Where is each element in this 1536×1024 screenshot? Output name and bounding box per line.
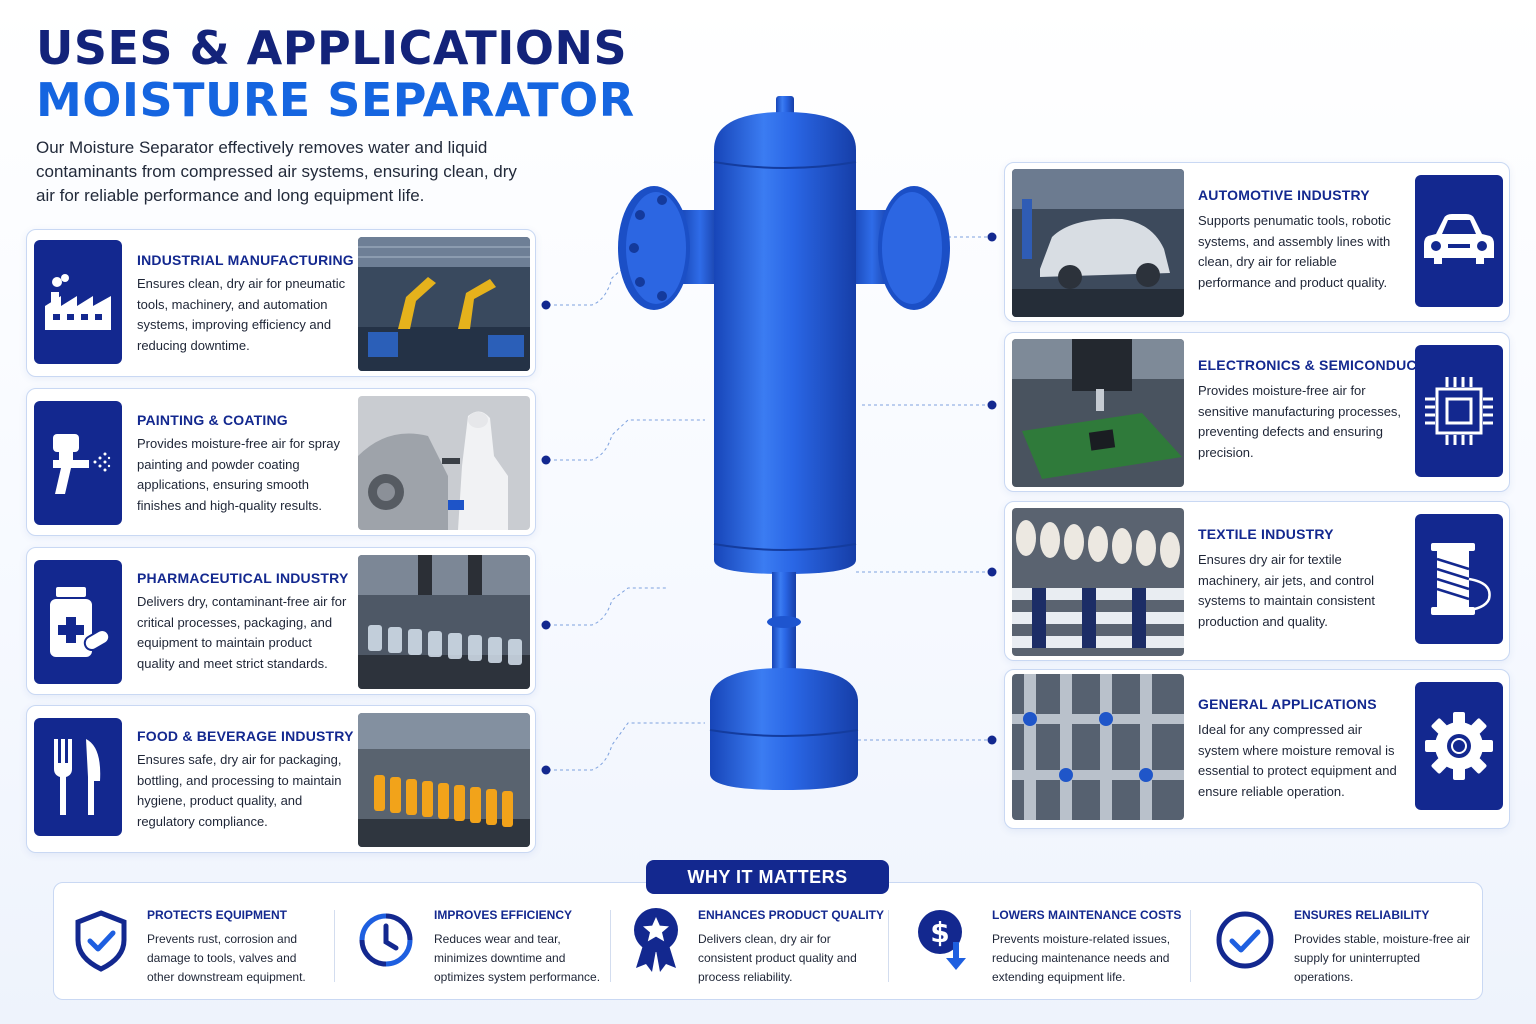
check-circle-icon (1215, 910, 1275, 975)
card-title: ELECTRONICS & SEMICONDUCTOR (1198, 357, 1447, 373)
benefit-title: ENSURES RELIABILITY (1294, 908, 1430, 922)
card-title: PHARMACEUTICAL INDUSTRY (137, 570, 349, 586)
card-title: FOOD & BEVERAGE INDUSTRY (137, 728, 354, 744)
benefit-text: Provides stable, moisture-free air suppl… (1294, 932, 1471, 984)
card-general-applications: GENERAL APPLICATIONS Ideal for any compr… (1004, 669, 1510, 829)
benefit-text: Prevents rust, corrosion and damage to t… (147, 932, 306, 984)
factory-robot-photo (358, 237, 530, 371)
piping-system-photo (1012, 674, 1184, 820)
divider (1190, 910, 1191, 982)
pcb-assembly-photo (1012, 339, 1184, 487)
chip-icon (1415, 345, 1503, 477)
shield-check-icon (74, 910, 128, 977)
divider (334, 910, 335, 982)
card-textile: TEXTILE INDUSTRY Ensures dry air for tex… (1004, 501, 1510, 661)
card-title: AUTOMOTIVE INDUSTRY (1198, 187, 1370, 203)
svg-text:$: $ (930, 916, 949, 949)
moisture-separator-illustration (618, 96, 950, 790)
factory-icon (34, 240, 122, 364)
card-automotive: AUTOMOTIVE INDUSTRY Supports penumatic t… (1004, 162, 1510, 322)
card-industrial-manufacturing: INDUSTRIAL MANUFACTURING Ensures clean, … (26, 229, 536, 377)
card-text: Ideal for any compressed air system wher… (1198, 722, 1397, 799)
card-title: PAINTING & COATING (137, 412, 288, 428)
pharmaceutical-line-photo (358, 555, 530, 689)
cycle-clock-icon (356, 910, 416, 975)
benefit-title: PROTECTS EQUIPMENT (147, 908, 288, 922)
divider (888, 910, 889, 982)
page-title: USES & APPLICATIONS MOISTURE SEPARATOR (36, 22, 635, 126)
intro-text: Our Moisture Separator effectively remov… (36, 138, 517, 205)
card-text: Provides moisture-free air for sensitive… (1198, 383, 1402, 460)
gear-icon (1415, 682, 1503, 810)
spray-painting-photo (358, 396, 530, 530)
car-icon (1415, 175, 1503, 307)
card-title: TEXTILE INDUSTRY (1198, 526, 1334, 542)
title-line-1: USES & APPLICATIONS (36, 21, 628, 75)
fork-knife-icon (34, 718, 122, 836)
card-food-beverage: FOOD & BEVERAGE INDUSTRY Ensures safe, d… (26, 705, 536, 853)
card-pharmaceutical: PHARMACEUTICAL INDUSTRY Delivers dry, co… (26, 547, 536, 695)
benefit-title: IMPROVES EFFICIENCY (434, 908, 573, 922)
card-title: GENERAL APPLICATIONS (1198, 696, 1377, 712)
card-text: Provides moisture-free air for spray pai… (137, 436, 341, 513)
bottling-line-photo (358, 713, 530, 847)
benefit-title: LOWERS MAINTENANCE COSTS (992, 908, 1182, 922)
medicine-bottle-icon (34, 560, 122, 684)
card-text: Ensures dry air for textile machinery, a… (1198, 552, 1376, 629)
card-text: Ensures clean, dry air for pneumatic too… (137, 276, 346, 353)
card-title: INDUSTRIAL MANUFACTURING (137, 252, 354, 268)
divider (610, 910, 611, 982)
benefit-text: Prevents moisture-related issues, reduci… (992, 932, 1171, 984)
car-assembly-photo (1012, 169, 1184, 317)
why-it-matters-badge: WHY IT MATTERS (646, 860, 889, 894)
card-electronics: ELECTRONICS & SEMICONDUCTOR Provides moi… (1004, 332, 1510, 492)
title-line-2: MOISTURE SEPARATOR (36, 73, 635, 127)
spray-gun-icon (34, 401, 122, 525)
card-text: Delivers dry, contaminant-free air for c… (137, 594, 347, 671)
benefit-text: Reduces wear and tear, minimizes downtim… (434, 932, 601, 984)
textile-machine-photo (1012, 508, 1184, 656)
card-painting-coating: PAINTING & COATING Provides moisture-fre… (26, 388, 536, 536)
benefit-title: ENHANCES PRODUCT QUALITY (698, 908, 885, 922)
dollar-down-icon: $ (916, 908, 974, 979)
thread-spool-icon (1415, 514, 1503, 644)
why-it-matters-panel (53, 882, 1483, 1000)
benefit-text: Delivers clean, dry air for consistent p… (698, 932, 857, 984)
award-ribbon-icon (632, 906, 680, 977)
card-text: Supports penumatic tools, robotic system… (1198, 213, 1391, 290)
card-text: Ensures safe, dry air for packaging, bot… (137, 752, 342, 829)
